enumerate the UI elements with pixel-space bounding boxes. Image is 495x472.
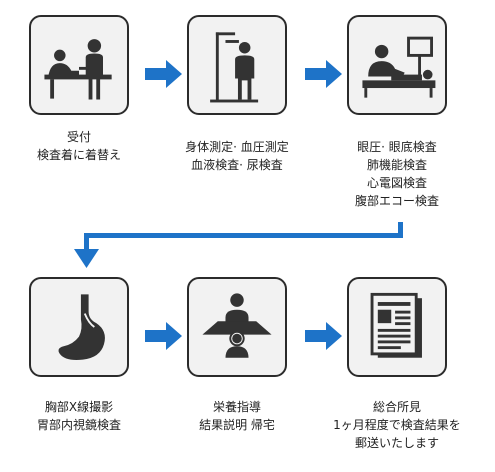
- step-label-consultation: 栄養指導 結果説明 帰宅: [199, 400, 275, 432]
- consultation-icon: [202, 293, 272, 358]
- step-label-body-measure: 身体測定· 血圧測定 血液検査· 尿検査: [185, 140, 289, 172]
- reception-icon: [44, 39, 112, 100]
- step-box-xray: [29, 277, 129, 377]
- arrow-down-icon: [74, 249, 99, 268]
- stomach-icon: [58, 294, 105, 361]
- arrow-right-icon: [145, 60, 182, 88]
- arrow-right-icon: [305, 60, 342, 88]
- step-box-body-measure: [187, 15, 287, 115]
- step-box-reception: [29, 15, 129, 115]
- step-box-exams: [347, 15, 447, 115]
- report-document-icon: [370, 292, 422, 358]
- step-label-reception: 受付 検査着に着替え: [36, 130, 121, 162]
- step-label-xray: 胸部X線撮影 胃部内視鏡検査: [36, 400, 121, 432]
- connector-line: [84, 233, 403, 238]
- arrow-right-icon: [305, 322, 342, 350]
- step-box-report: [347, 277, 447, 377]
- step-box-consultation: [187, 277, 287, 377]
- connector-line: [84, 233, 89, 251]
- connector-line: [398, 222, 403, 238]
- arrow-right-icon: [145, 322, 182, 350]
- step-label-exams: 眼圧· 眼底検査 肺機能検査 心電図検査 腹部エコー検査: [354, 140, 439, 208]
- ecg-exam-icon: [362, 36, 436, 98]
- height-measure-icon: [210, 32, 259, 103]
- step-label-report: 総合所見 1ヶ月程度で検査結果を 郵送いたします: [333, 400, 461, 450]
